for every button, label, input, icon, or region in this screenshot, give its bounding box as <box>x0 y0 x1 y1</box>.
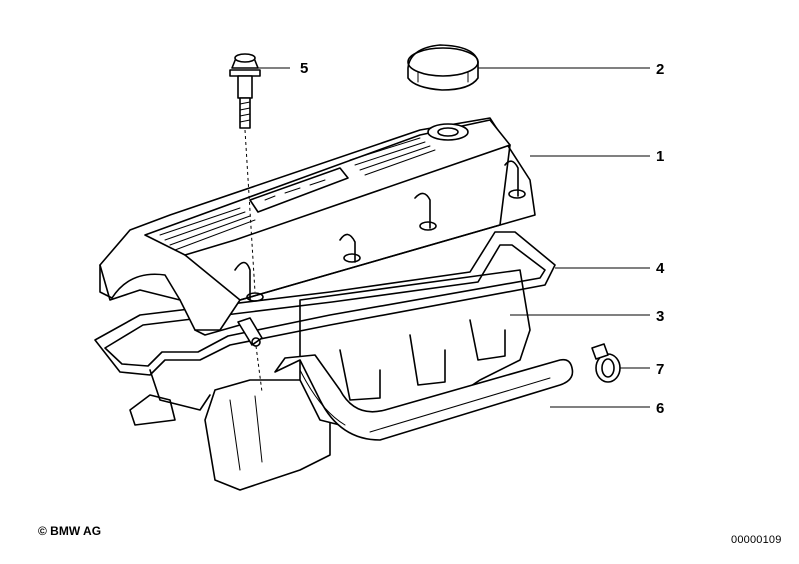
part-4-gasket <box>94 231 556 411</box>
callout-1: 1 <box>656 148 665 165</box>
callout-4: 4 <box>656 260 665 277</box>
copyright-notice: © BMW AG <box>38 524 102 538</box>
leader-lines <box>258 67 650 408</box>
part-5-bolt <box>229 53 261 129</box>
callout-2: 2 <box>656 61 665 78</box>
drawing-number: 00000109 <box>731 534 782 546</box>
assembly-guide-lines <box>244 129 263 393</box>
part-1-head-cover <box>99 117 536 347</box>
callout-6: 6 <box>656 400 665 417</box>
part-7-hose-clamp <box>591 343 621 383</box>
part-2-filler-cap <box>407 44 479 91</box>
callout-3: 3 <box>656 308 665 325</box>
part-6-breather-hose <box>274 354 574 441</box>
callout-7: 7 <box>656 361 665 378</box>
callout-5: 5 <box>300 60 309 77</box>
